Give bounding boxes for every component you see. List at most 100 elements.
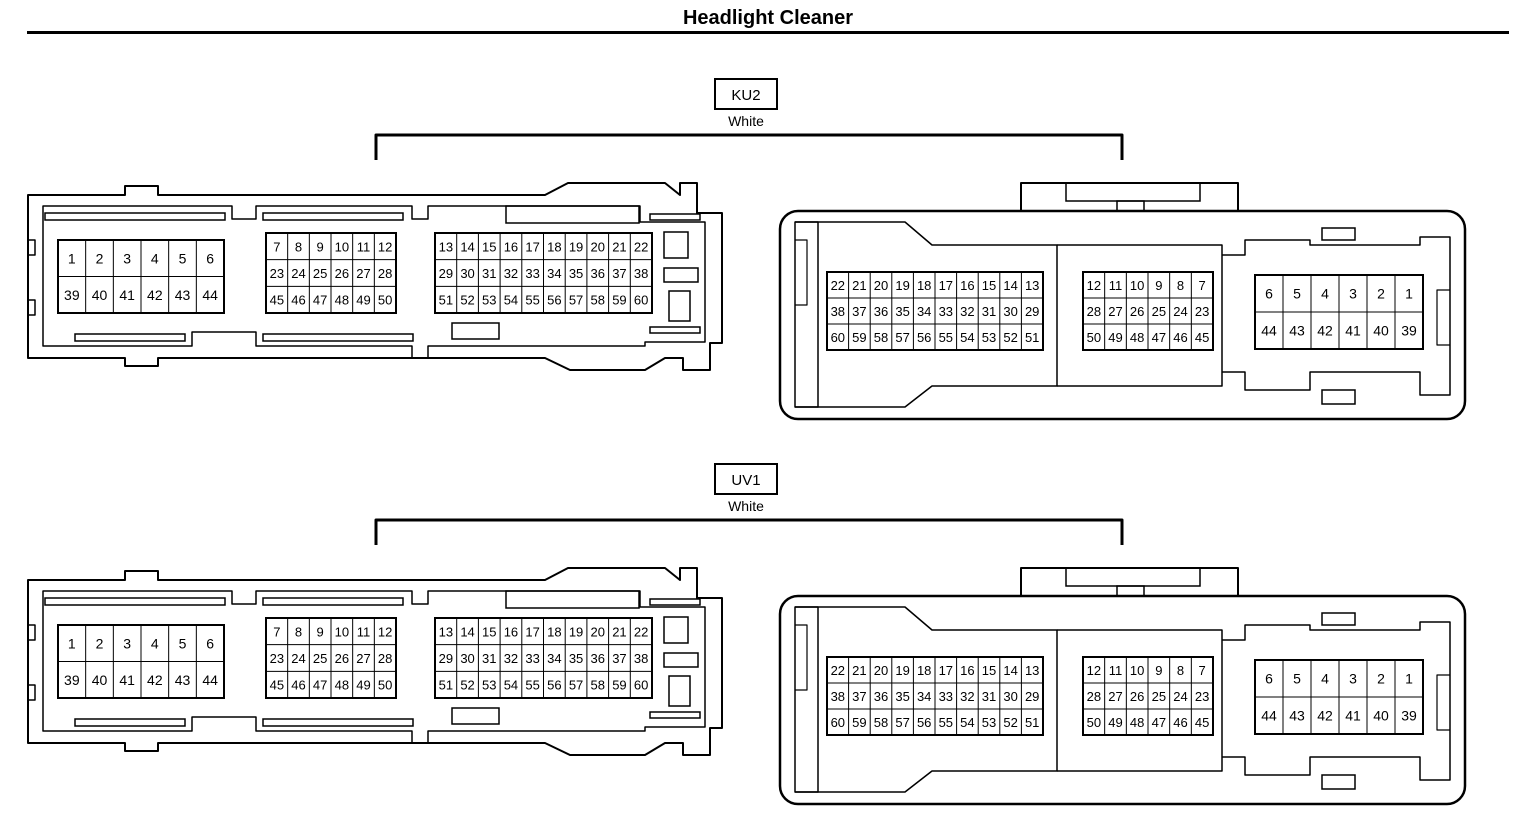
- pin-number: 38: [831, 689, 845, 704]
- pin-number: 3: [1349, 671, 1357, 687]
- pin-number: 14: [460, 624, 474, 639]
- pin-number: 27: [356, 266, 370, 281]
- pin-number: 24: [1173, 304, 1187, 319]
- connector-housing: [1222, 236, 1451, 396]
- latch-slot: [451, 322, 500, 340]
- pin-number: 41: [119, 672, 135, 688]
- pin-number: 25: [313, 266, 327, 281]
- top-tab-slot: [1116, 585, 1145, 597]
- pin-number: 39: [1401, 708, 1417, 724]
- latch-slot: [505, 205, 640, 224]
- pin-number: 29: [439, 266, 453, 281]
- pin-number: 37: [852, 304, 866, 319]
- pin-number: 18: [917, 663, 931, 678]
- pin-number: 35: [569, 651, 583, 666]
- pin-number: 47: [313, 678, 327, 693]
- pin-number: 19: [895, 278, 909, 293]
- pin-number: 6: [206, 250, 214, 266]
- pin-number: 34: [917, 689, 931, 704]
- pin-number: 33: [525, 266, 539, 281]
- pin-number: 25: [313, 651, 327, 666]
- pin-number: 22: [831, 663, 845, 678]
- side-rail: [795, 221, 819, 408]
- latch-slot: [505, 590, 640, 609]
- pin-number: 45: [270, 293, 284, 308]
- pin-number: 48: [1130, 330, 1144, 345]
- pin-number: 4: [151, 635, 159, 651]
- connector-housing: [42, 205, 706, 359]
- pin-number: 2: [1377, 286, 1385, 302]
- pin-number: 3: [1349, 286, 1357, 302]
- pin-number: 57: [569, 293, 583, 308]
- latch-slot: [649, 711, 701, 719]
- pin-number: 16: [960, 278, 974, 293]
- pin-number: 44: [202, 672, 218, 688]
- pin-number: 13: [439, 624, 453, 639]
- pin-number: 46: [291, 678, 305, 693]
- side-notch: [1436, 674, 1450, 731]
- pin-number: 39: [64, 672, 80, 688]
- pin-number: 28: [378, 651, 392, 666]
- pin-number: 29: [439, 651, 453, 666]
- pin-number: 30: [460, 266, 474, 281]
- pin-number: 34: [547, 651, 561, 666]
- pin-number: 19: [569, 239, 583, 254]
- pin-number: 33: [525, 651, 539, 666]
- side-rail: [795, 606, 819, 793]
- pin-number: 11: [1109, 278, 1123, 293]
- side-notch: [28, 624, 36, 641]
- pin-number: 58: [591, 678, 605, 693]
- pin-number: 54: [960, 715, 974, 730]
- pin-number: 41: [1345, 323, 1361, 339]
- pin-number: 17: [525, 239, 539, 254]
- pin-number: 1: [68, 635, 76, 651]
- pin-number: 16: [504, 239, 518, 254]
- pin-number: 13: [1025, 663, 1039, 678]
- top-tab: [1020, 567, 1239, 596]
- pin-number: 26: [335, 266, 349, 281]
- pin-number: 59: [612, 293, 626, 308]
- pin-number: 10: [1130, 278, 1144, 293]
- pin-number: 21: [852, 663, 866, 678]
- pin-number: 25: [1152, 689, 1166, 704]
- pin-number: 16: [504, 624, 518, 639]
- pin-number: 23: [270, 266, 284, 281]
- pin-number: 15: [482, 239, 496, 254]
- pin-number: 40: [1373, 708, 1389, 724]
- pin-number: 5: [1293, 671, 1301, 687]
- pin-number: 39: [1401, 323, 1417, 339]
- pin-number: 32: [960, 689, 974, 704]
- pin-number: 58: [874, 715, 888, 730]
- pin-number: 30: [1003, 304, 1017, 319]
- pin-number: 9: [317, 624, 324, 639]
- pin-number: 8: [295, 624, 302, 639]
- latch-slot: [649, 598, 701, 606]
- pin-number: 43: [1289, 323, 1305, 339]
- view-bracket: [374, 133, 1124, 160]
- pin-number: 12: [1087, 663, 1101, 678]
- pin-number: 36: [874, 689, 888, 704]
- pin-number: 22: [634, 624, 648, 639]
- top-tab-slot: [1116, 200, 1145, 212]
- pin-number: 60: [634, 678, 648, 693]
- pin-number: 50: [378, 678, 392, 693]
- latch-slot: [1321, 227, 1356, 241]
- side-notch: [795, 239, 808, 306]
- pin-number: 22: [831, 278, 845, 293]
- pin-number: 26: [1130, 689, 1144, 704]
- pin-number: 9: [1155, 663, 1162, 678]
- connector-code: KU2: [731, 87, 760, 104]
- pin-number: 51: [1025, 330, 1039, 345]
- pin-number: 59: [852, 330, 866, 345]
- pin-number: 17: [939, 278, 953, 293]
- pin-number: 54: [504, 678, 518, 693]
- pin-number: 12: [378, 239, 392, 254]
- latch-slot: [663, 652, 699, 668]
- pin-number: 46: [1173, 715, 1187, 730]
- title-rule: [27, 31, 1509, 34]
- pin-number: 59: [612, 678, 626, 693]
- pin-number: 43: [1289, 708, 1305, 724]
- pin-number: 13: [439, 239, 453, 254]
- pin-number: 49: [356, 678, 370, 693]
